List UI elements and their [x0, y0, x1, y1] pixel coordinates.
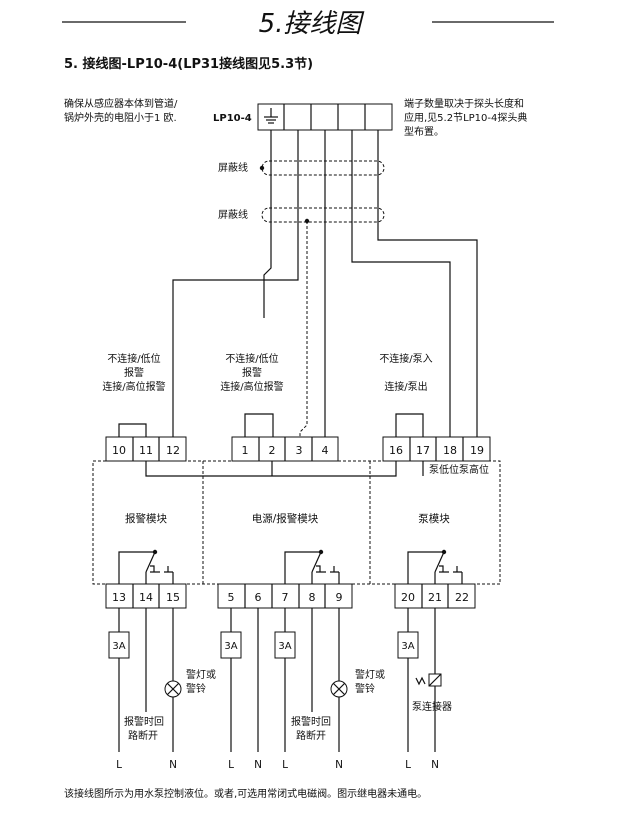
break-note2-line1: 报警时回 [291, 715, 331, 728]
line-label-N-2: N [254, 759, 262, 771]
line-label-L-4: L [405, 759, 411, 771]
fuse-3a-1-label: 3A [112, 641, 125, 652]
lamp-icon-2 [330, 680, 348, 698]
fuse-3a-2-label: 3A [224, 641, 237, 652]
jumper-16-17 [395, 413, 424, 437]
terminal-3: 3 [296, 444, 303, 457]
terminal-7: 7 [282, 591, 289, 604]
lamp2-label-line1: 警灯或 [355, 668, 385, 681]
terminal-21: 21 [428, 591, 442, 604]
fuse-3a-3-label: 3A [278, 641, 291, 652]
shield-drain-wire [299, 221, 308, 437]
break-note1-line2: 路断开 [128, 729, 158, 742]
terminal-20: 20 [401, 591, 415, 604]
top-terminal-block-right: 16 17 18 19 [382, 436, 491, 462]
shield-cable-1 [261, 160, 385, 176]
terminal-9: 9 [336, 591, 343, 604]
lamp-icon-1 [164, 680, 182, 698]
break-note1-line1: 报警时回 [124, 715, 164, 728]
left-note-line1: 确保从感应器本体到管道/ [64, 97, 178, 110]
right-note-line1: 端子数量取决于探头长度和 [404, 97, 524, 110]
terminal-2: 2 [269, 444, 276, 457]
footer-note: 该接线图所示为用水泵控制液位。或者,可选用常闭式电磁阀。图示继电器未通电。 [64, 787, 427, 800]
line-label-L-3: L [282, 759, 288, 771]
terminal-16: 16 [389, 444, 403, 457]
bottom-terminal-block-left: 13 14 15 [105, 583, 187, 609]
pump-module-label: 泵模块 [418, 513, 450, 525]
wire-to-terminal-19 [377, 130, 478, 437]
probe-terminal-block [257, 103, 393, 131]
bottom-terminal-block-middle: 5 6 7 8 9 [217, 583, 353, 609]
alarm-module-label: 报警模块 [125, 512, 167, 525]
fuse-3a-4-label: 3A [401, 641, 414, 652]
pump-contactor-label: 泵连接器 [412, 700, 452, 713]
bottom-terminal-block-right: 20 21 22 [394, 583, 476, 609]
pump-level-label: 泵低位泵高位 [429, 463, 489, 476]
terminal-10: 10 [112, 444, 126, 457]
terminal-12: 12 [166, 444, 180, 457]
group2-label-line3: 连接/高位报警 [220, 380, 283, 393]
common-bus [145, 461, 397, 477]
line-label-N-4: N [431, 759, 439, 771]
terminal-11: 11 [139, 444, 153, 457]
relay-contact-pump [407, 549, 463, 584]
relay-contact-alarm [118, 549, 174, 584]
page-title: 5.接线图 [259, 9, 366, 39]
terminal-13: 13 [112, 591, 126, 604]
lamp1-label-line2: 警铃 [186, 682, 206, 695]
terminal-18: 18 [443, 444, 457, 457]
jumper-10-11 [118, 423, 147, 437]
relay-contact-power [284, 549, 340, 584]
terminal-19: 19 [470, 444, 484, 457]
shield-label-2: 屏蔽线 [218, 208, 248, 221]
power-alarm-module-label: 电源/报警模块 [252, 512, 319, 525]
group2-label-line1: 不连接/低位 [225, 352, 278, 365]
group2-label-line2: 报警 [242, 366, 262, 379]
group1-label-line3: 连接/高位报警 [102, 380, 165, 393]
terminal-22: 22 [455, 591, 469, 604]
line-label-N-1: N [169, 759, 177, 771]
lamp1-label-line1: 警灯或 [186, 668, 216, 681]
wire-to-terminal-18 [351, 130, 451, 437]
group1-label-line2: 报警 [124, 366, 144, 379]
terminal-1: 1 [242, 444, 249, 457]
shield-junction-dot-1 [259, 165, 265, 171]
terminal-5: 5 [228, 591, 235, 604]
shield-cable-2 [261, 207, 385, 223]
ground-icon [264, 108, 278, 124]
shield-label-1: 屏蔽线 [218, 161, 248, 174]
top-terminal-block-middle: 1 2 3 4 [231, 436, 339, 462]
terminal-14: 14 [139, 591, 153, 604]
right-note-line2: 应用,见5.2节LP10-4探头典 [404, 111, 527, 124]
section-subtitle: 5. 接线图-LP10-4(LP31接线图见5.3节) [64, 56, 313, 72]
contactor-coil-icon [415, 673, 442, 687]
probe-label: LP10-4 [213, 113, 252, 124]
break-note2-line2: 路断开 [296, 729, 326, 742]
terminal-17: 17 [416, 444, 430, 457]
group1-label-line1: 不连接/低位 [107, 352, 160, 365]
terminal-8: 8 [309, 591, 316, 604]
terminal-6: 6 [255, 591, 262, 604]
lamp2-label-line2: 警铃 [355, 682, 375, 695]
group3-label-line2: 连接/泵出 [384, 380, 427, 393]
line-label-L-2: L [228, 759, 234, 771]
wire-to-terminal-12 [172, 130, 299, 437]
right-note-line3: 型布置。 [404, 125, 444, 138]
group3-label-line1: 不连接/泵入 [379, 352, 432, 365]
terminal-4: 4 [322, 444, 329, 457]
jumper-1-2 [244, 413, 274, 437]
left-note-line2: 锅炉外壳的电阻小于1 欧. [64, 111, 177, 124]
terminal-15: 15 [166, 591, 180, 604]
line-label-N-3: N [335, 759, 343, 771]
top-terminal-block-left: 10 11 12 [105, 436, 187, 462]
earth-wire [263, 130, 272, 318]
line-label-L-1: L [116, 759, 122, 771]
